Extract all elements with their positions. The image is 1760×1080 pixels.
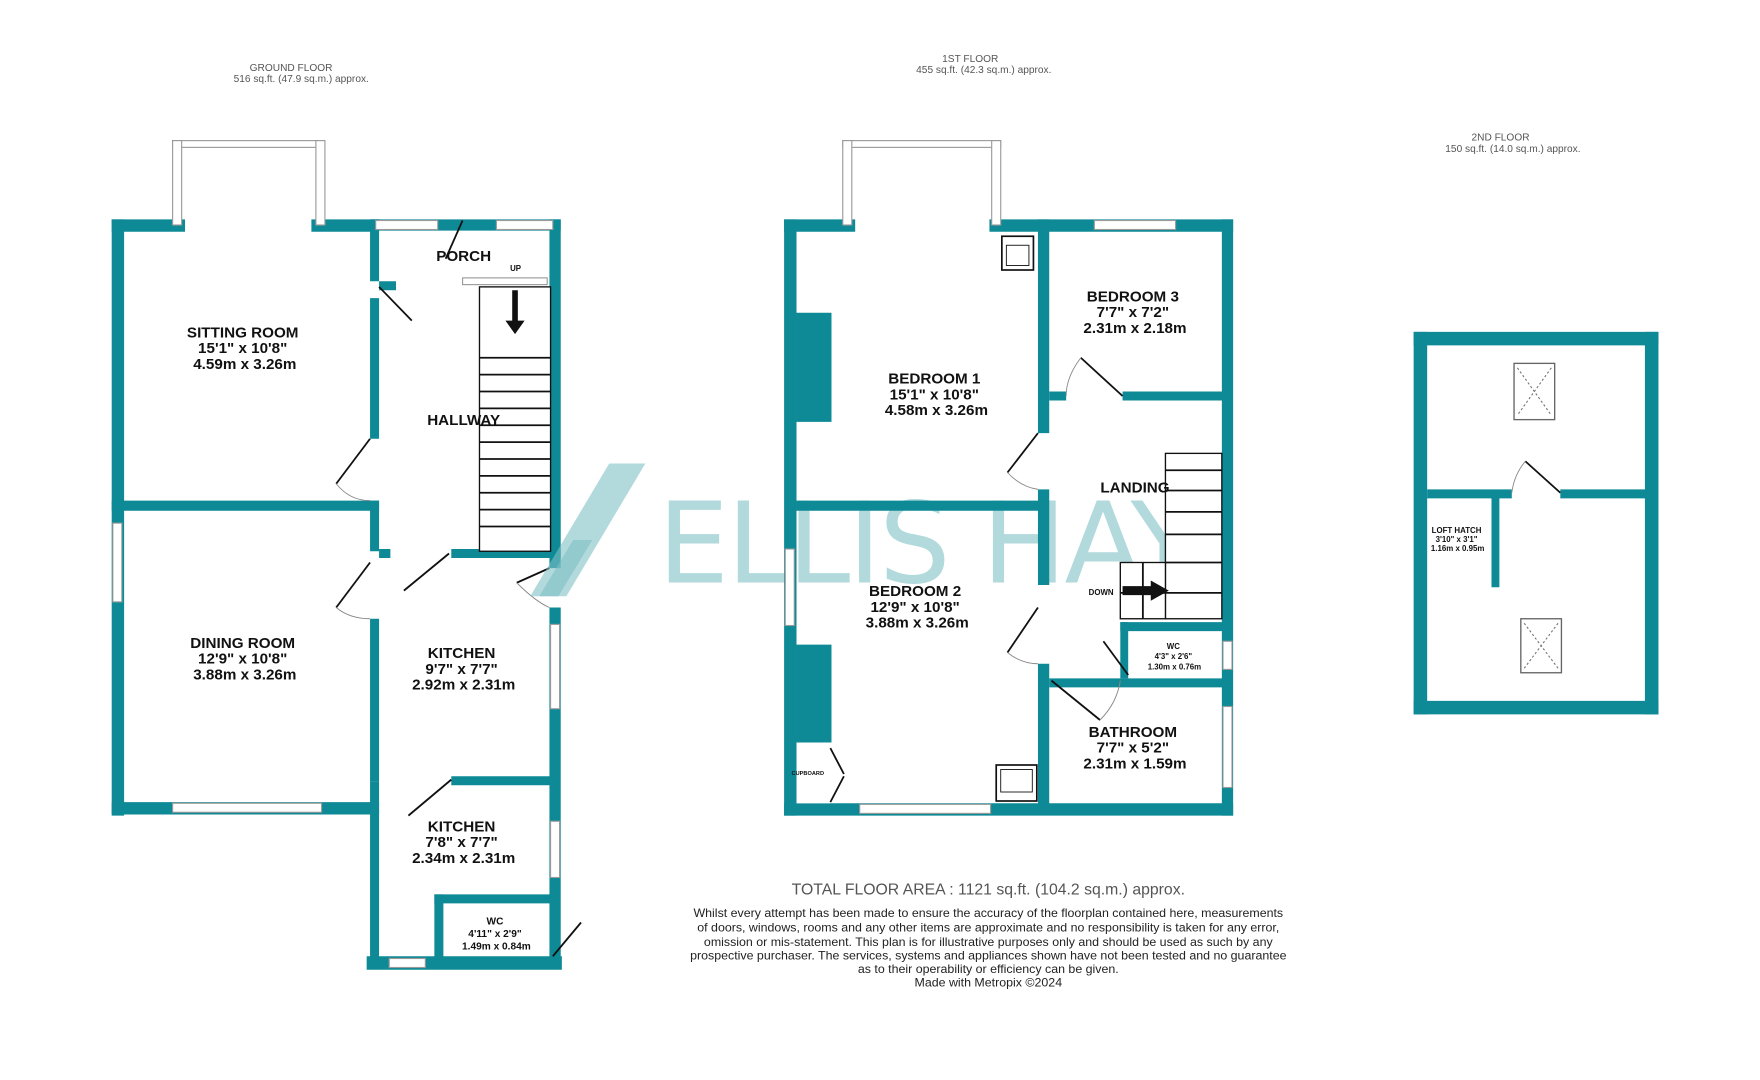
ground-floor-walls: [111, 219, 562, 970]
room-dining-room: DINING ROOM 12'9" x 10'8" 3.88m x 3.26m: [190, 635, 299, 683]
room-bedroom-1: BEDROOM 1 15'1" x 10'8" 4.58m x 3.26m: [885, 371, 988, 419]
room-landing: LANDING: [1100, 480, 1169, 497]
total-floor-area: TOTAL FLOOR AREA : 1121 sq.ft. (104.2 sq…: [792, 881, 1185, 898]
room-hallway: HALLWAY: [427, 412, 500, 429]
room-kitchen-2: KITCHEN 7'8" x 7'7" 2.34m x 2.31m: [412, 818, 515, 866]
disclaimer-line: of doors, windows, rooms and any other i…: [697, 921, 1279, 935]
first-floor-doors: [829, 357, 1129, 803]
first-floor-windows: [784, 140, 1233, 814]
first-floor-area: 455 sq.ft. (42.3 sq.m.) approx.: [916, 65, 1051, 76]
ground-floor-windows: [112, 140, 561, 969]
first-floor-fixtures: [796, 235, 1038, 804]
ground-floor-stairs[interactable]: UP: [478, 264, 552, 552]
credit: Made with Metropix ©2024: [915, 976, 1063, 990]
stair-arrow-icon: [1122, 580, 1169, 601]
cupboard-label: CUPBOARD: [792, 771, 825, 777]
stair-arrow-icon: [505, 290, 525, 335]
room-wc-ground: WC 4'11" x 2'9" 1.49m x 0.84m: [462, 917, 531, 953]
room-kitchen: KITCHEN 9'7" x 7'7" 2.92m x 2.31m: [412, 645, 515, 693]
disclaimer-line: Whilst every attempt has been made to en…: [693, 906, 1283, 920]
second-floor: 2ND FLOOR 150 sq.ft. (14.0 sq.m.) approx…: [1413, 133, 1659, 715]
disclaimer-line: omission or mis-statement. This plan is …: [704, 935, 1274, 949]
room-bedroom-3: BEDROOM 3 7'7" x 7'2" 2.31m x 2.18m: [1083, 289, 1186, 337]
room-bedroom-2: BEDROOM 2 12'9" x 10'8" 3.88m x 3.26m: [866, 583, 969, 631]
first-floor-title: 1ST FLOOR: [942, 54, 998, 65]
skylight-icon: [1513, 362, 1556, 421]
ground-floor-area: 516 sq.ft. (47.9 sq.m.) approx.: [234, 74, 369, 85]
room-bathroom: BATHROOM 7'7" x 5'2" 2.31m x 1.59m: [1083, 724, 1186, 772]
second-floor-title: 2ND FLOOR: [1471, 133, 1529, 144]
watermark-logo: ELLIS HAY: [530, 463, 1203, 610]
disclaimer-line: prospective purchaser. The services, sys…: [690, 949, 1286, 963]
ground-floor-doors: [335, 220, 582, 957]
stair-up-label: UP: [510, 264, 521, 273]
watermark-text: ELLIS HAY: [658, 478, 1201, 610]
first-floor: 1ST FLOOR 455 sq.ft. (42.3 sq.m.) approx…: [784, 54, 1234, 816]
second-floor-area: 150 sq.ft. (14.0 sq.m.) approx.: [1445, 144, 1580, 155]
disclaimer-line: as to their operability or efficiency ca…: [858, 962, 1119, 976]
sink-icon: [995, 764, 1038, 802]
room-wc-first: WC 4'3" x 2'6" 1.30m x 0.76m: [1148, 642, 1201, 671]
ground-floor-title: GROUND FLOOR: [250, 63, 333, 74]
skylight-icon: [1520, 618, 1563, 674]
footer: TOTAL FLOOR AREA : 1121 sq.ft. (104.2 sq…: [690, 881, 1286, 989]
ground-floor: GROUND FLOOR 516 sq.ft. (47.9 sq.m.) app…: [111, 63, 582, 970]
stair-down-label: DOWN: [1089, 588, 1114, 597]
room-sitting-room: SITTING ROOM 15'1" x 10'8" 4.59m x 3.26m: [187, 325, 303, 373]
sink-icon: [1001, 235, 1035, 271]
first-floor-stairs[interactable]: DOWN: [1089, 452, 1223, 620]
room-porch: PORCH: [436, 248, 491, 265]
cupboard[interactable]: [796, 742, 831, 804]
room-loft-hatch: LOFT HATCH 3'10" x 3'1" 1.16m x 0.95m: [1431, 526, 1484, 553]
second-floor-walls: [1413, 331, 1659, 715]
